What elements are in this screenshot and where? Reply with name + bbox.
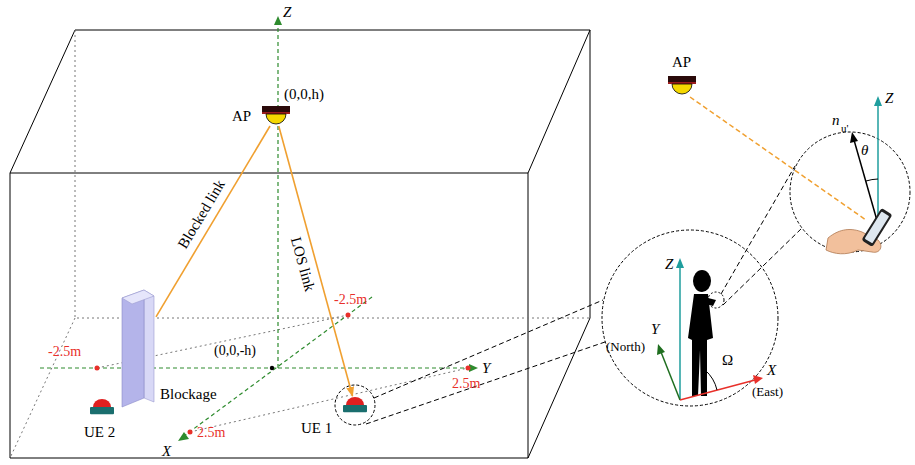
axis-label: Ω (722, 352, 733, 369)
access-point: AP (668, 76, 696, 96)
axis-label: θ (861, 142, 868, 159)
axis-label: Y (482, 360, 490, 377)
ap-bar (668, 76, 696, 82)
z-axis (277, 24, 278, 368)
marker-dot (95, 366, 100, 371)
room-front (10, 173, 528, 458)
node-label: Blockage (160, 386, 217, 403)
marker-dot (188, 430, 193, 435)
node-label: AP (672, 54, 691, 71)
angle-arc (866, 179, 878, 181)
y-axis (40, 367, 470, 368)
arrow-head (850, 132, 858, 143)
z-axis (679, 266, 681, 400)
axis-label: Z (665, 256, 673, 273)
blockage: Blockage (120, 286, 156, 408)
x-axis (680, 380, 755, 400)
origin-dot (270, 366, 274, 370)
hidden-edge (75, 30, 590, 318)
y-axis (661, 352, 680, 400)
ap-dome (266, 114, 286, 124)
axis-label: X (767, 362, 776, 379)
axis-label: u' (841, 122, 848, 134)
marker-dot (346, 313, 351, 318)
axis-label: n (832, 112, 840, 129)
person-arm (706, 298, 716, 306)
access-point: AP(0,0,h) (262, 106, 290, 126)
axis-label: -2.5m (334, 292, 367, 307)
axis-label: Z (885, 90, 893, 107)
person (688, 270, 716, 396)
link-label: LOS link (288, 236, 319, 294)
link-line (279, 126, 353, 396)
arrow-head (753, 375, 763, 384)
orientation-axes (657, 258, 763, 400)
ue-dome (93, 399, 111, 407)
node-label: UE 1 (301, 420, 332, 437)
slab-side (144, 290, 154, 402)
ue-base (90, 407, 114, 414)
axis-label: (0,0,-h) (214, 343, 256, 358)
phone-screen (865, 211, 890, 243)
axis-label: Z (283, 4, 291, 21)
axis-label: (North) (606, 340, 645, 354)
axis-label: 2.5m (197, 425, 225, 440)
axes (40, 16, 478, 441)
ap-dome (672, 84, 692, 94)
zoom-circle (602, 230, 778, 406)
ue-dome (346, 397, 364, 405)
person-head (693, 270, 711, 292)
ue-base (343, 405, 367, 412)
axis-label: Y (651, 321, 659, 338)
normal-vector (854, 140, 878, 224)
arrow-head (874, 96, 882, 106)
ue-icon (88, 398, 116, 416)
node-label: UE 2 (84, 424, 115, 441)
axis-label: X (162, 443, 171, 460)
hidden-edges (10, 30, 590, 458)
axis-label: 2.5m (452, 376, 480, 391)
node-label: (0,0,h) (284, 86, 324, 103)
arrow-head (657, 344, 665, 355)
arrow-head (676, 258, 684, 268)
arrow-head (274, 16, 282, 25)
slab-front (122, 290, 144, 407)
zoom-circle (335, 385, 375, 425)
arrow-head (178, 432, 189, 441)
room-side (528, 30, 590, 458)
los-direction (690, 97, 866, 220)
user-equipment: UE 1 (341, 396, 369, 414)
z-axis (877, 104, 879, 224)
user-equipment: UE 2 (88, 398, 116, 416)
link-line (156, 126, 270, 317)
zoom-line (721, 166, 802, 305)
room-box (10, 30, 590, 458)
phone (861, 208, 892, 247)
hidden-edge (10, 318, 75, 458)
marker-dot (466, 366, 471, 371)
room-top (10, 30, 590, 173)
zoom-line (366, 300, 605, 424)
person-body (688, 294, 713, 396)
angle-arc (705, 370, 717, 390)
ap-bar (262, 106, 290, 112)
slab-top (122, 290, 154, 304)
phone-inset (826, 96, 893, 254)
axis-label: (East) (752, 385, 783, 399)
ap-icon (262, 106, 290, 126)
axis-label: -2.5m (48, 344, 81, 359)
phone-body (861, 208, 892, 247)
ap-icon (668, 76, 696, 96)
ue-icon (341, 396, 369, 414)
slab-icon (120, 286, 156, 408)
node-label: AP (232, 108, 251, 125)
